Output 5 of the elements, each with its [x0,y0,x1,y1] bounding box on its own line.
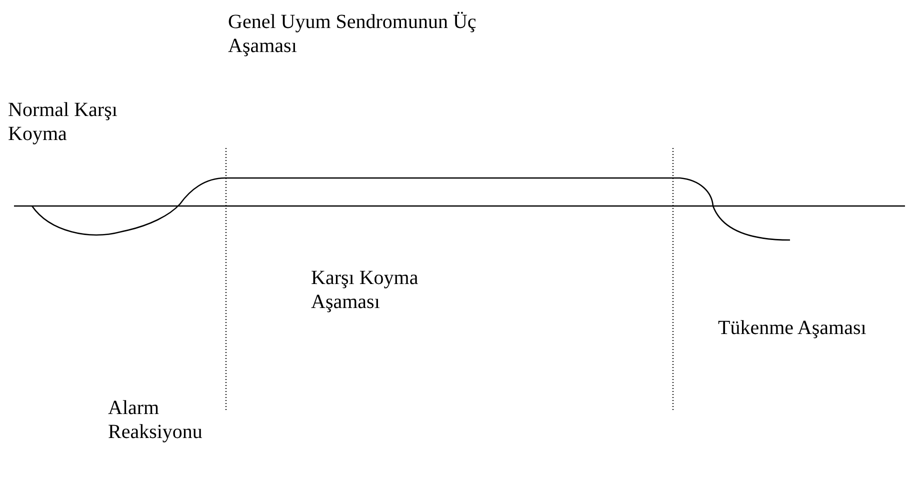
stage-label: Alarm Reaksiyonu [108,396,204,444]
stage-label: Karşı Koyma Aşaması [311,266,420,314]
title: Genel Uyum Sendromunun Üç Aşaması [228,10,478,58]
stage-label: Normal Karşı Koyma [8,98,118,146]
stage-label: Tükenme Aşaması [718,316,868,340]
